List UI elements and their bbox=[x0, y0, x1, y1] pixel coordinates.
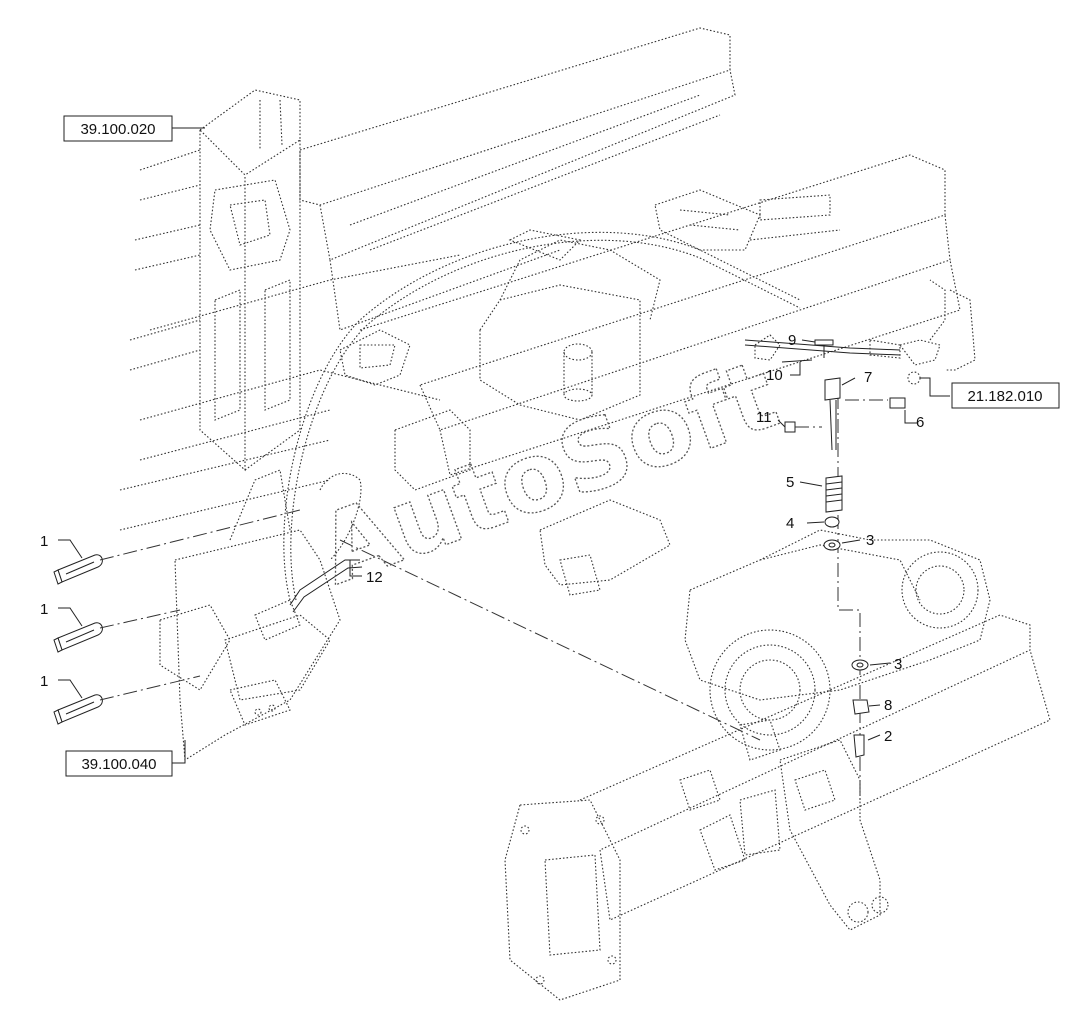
clevis-pin-middle bbox=[53, 622, 103, 653]
axle-beam bbox=[504, 614, 1051, 1001]
callout-8: 8 bbox=[884, 697, 892, 714]
callout-9: 9 bbox=[788, 332, 796, 349]
part-10-cotter bbox=[781, 359, 813, 363]
part-4-nut bbox=[824, 516, 840, 528]
control-linkage bbox=[744, 279, 976, 385]
part-2-bolt bbox=[853, 734, 865, 758]
lower-bracket bbox=[159, 469, 341, 761]
part-11-pin bbox=[784, 421, 796, 433]
clevis-pins bbox=[53, 509, 301, 725]
part-3-washer-lower bbox=[851, 659, 869, 671]
watermark: AutoSoft bbox=[304, 337, 792, 607]
part-6-pin bbox=[889, 397, 906, 409]
callout-6: 6 bbox=[916, 414, 924, 431]
right-frame-beam bbox=[359, 154, 961, 476]
callout-7: 7 bbox=[864, 369, 872, 386]
callout-3-lower: 3 bbox=[894, 656, 902, 673]
pivot-block bbox=[339, 329, 671, 596]
callout-labels: 1 1 1 2 3 3 4 5 6 7 8 9 10 11 12 bbox=[40, 332, 924, 745]
cable-harness bbox=[283, 231, 801, 613]
svg-text:AutoSoft: AutoSoft bbox=[305, 338, 792, 606]
upper-beam bbox=[299, 27, 736, 331]
exploded-pin-stack bbox=[781, 339, 906, 800]
callout-12: 12 bbox=[366, 569, 383, 586]
callout-5: 5 bbox=[786, 474, 794, 491]
part-7-clevis bbox=[824, 377, 841, 401]
part-5-spring bbox=[825, 475, 843, 513]
left-tower bbox=[199, 89, 301, 472]
part-8-nut bbox=[852, 699, 870, 715]
callout-1-lower: 1 bbox=[40, 673, 48, 690]
callout-4: 4 bbox=[786, 515, 794, 532]
svg-text:39.100.020: 39.100.020 bbox=[80, 121, 155, 138]
reference-box-39-100-020[interactable]: 39.100.020 bbox=[63, 115, 173, 142]
reference-box-21-182-010[interactable]: 21.182.010 bbox=[951, 382, 1060, 409]
clevis-pin-lower bbox=[53, 694, 103, 725]
swing-arm bbox=[679, 739, 889, 931]
part-9-pin bbox=[814, 339, 834, 346]
callout-2: 2 bbox=[884, 728, 892, 745]
gearbox bbox=[684, 529, 991, 761]
reference-box-39-100-040[interactable]: 39.100.040 bbox=[65, 750, 173, 777]
callout-1-middle: 1 bbox=[40, 601, 48, 618]
callout-10: 10 bbox=[766, 367, 783, 384]
svg-text:39.100.040: 39.100.040 bbox=[81, 756, 156, 773]
callout-1-upper: 1 bbox=[40, 533, 48, 550]
assembly-line bbox=[339, 539, 761, 741]
clevis-pin-upper bbox=[53, 554, 103, 585]
part-3-washer-upper bbox=[823, 539, 841, 551]
callout-11: 11 bbox=[756, 409, 772, 426]
left-side-rails bbox=[119, 149, 461, 531]
tank-assembly bbox=[479, 189, 761, 421]
svg-text:21.182.010: 21.182.010 bbox=[967, 388, 1042, 405]
callout-3-upper: 3 bbox=[866, 532, 874, 549]
leader-lines bbox=[58, 127, 950, 764]
